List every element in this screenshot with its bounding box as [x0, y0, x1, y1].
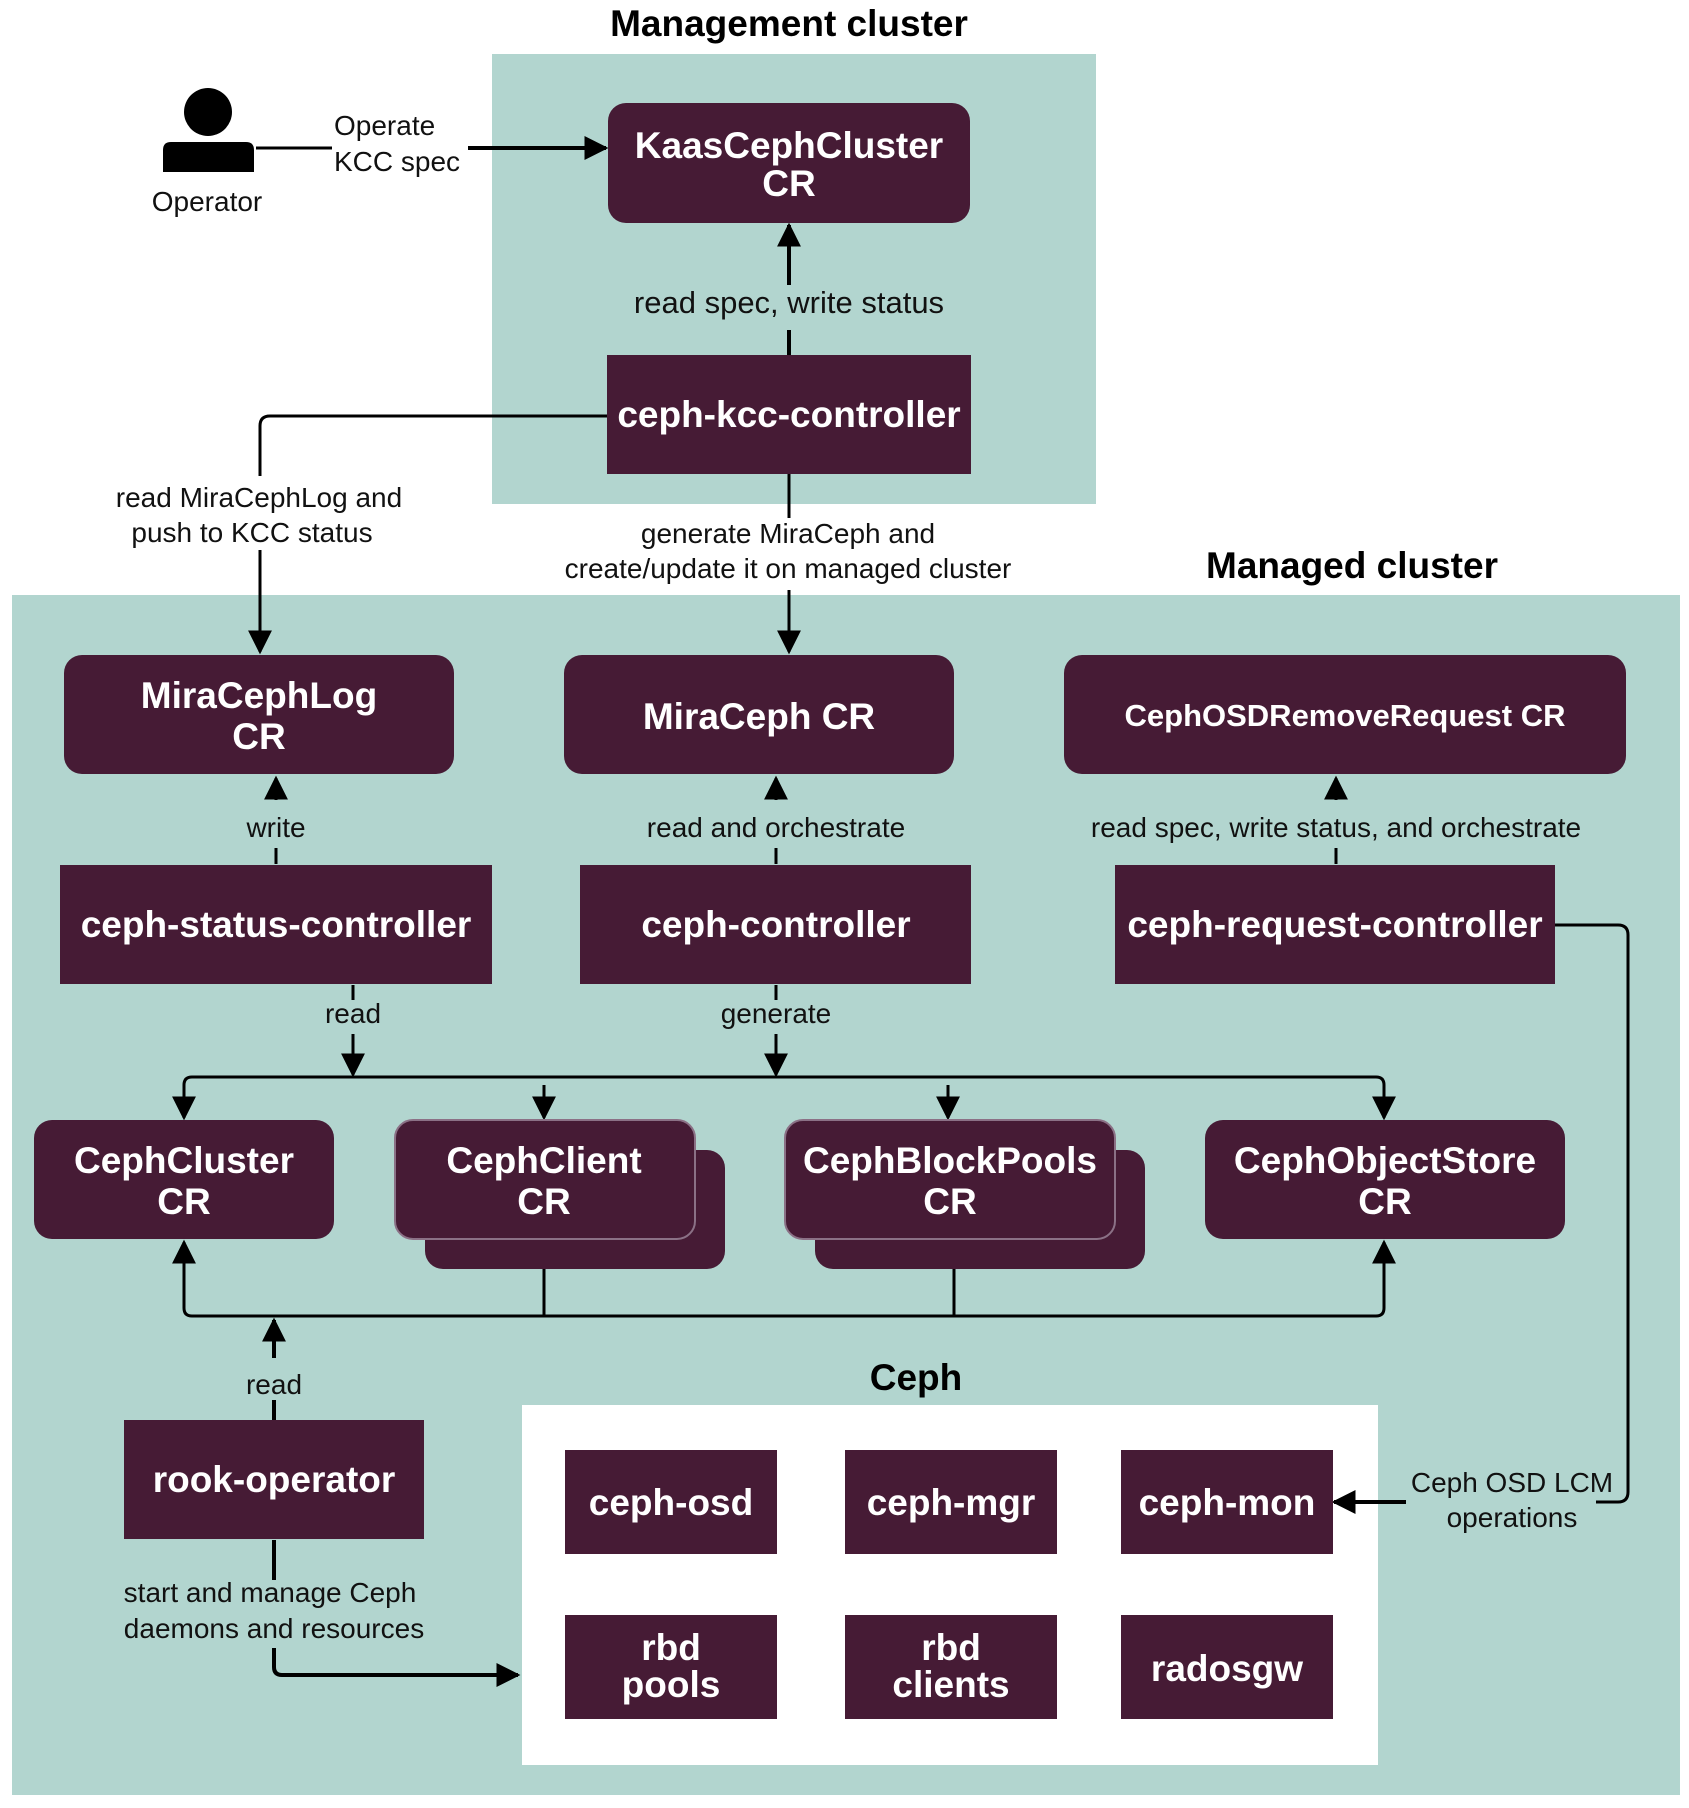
status-read-label: read	[325, 998, 381, 1029]
miracephlog-cr-node[interactable]: MiraCephLog CR	[64, 655, 454, 774]
radosgw-label: radosgw	[1151, 1648, 1303, 1689]
miracephlog-cr-label-2: CR	[232, 716, 285, 757]
operator-icon-head	[184, 88, 232, 136]
cephcluster-cr-label-2: CR	[157, 1181, 210, 1222]
start-manage-label-1: start and manage Ceph	[124, 1577, 417, 1608]
kcc-to-miracephlog-line	[258, 414, 607, 476]
operate-label-1: Operate	[334, 110, 435, 141]
ceph-status-controller-label: ceph-status-controller	[81, 904, 472, 945]
ceph-kcc-controller-node[interactable]: ceph-kcc-controller	[607, 355, 971, 474]
rbd-pools-label-1: rbd	[641, 1627, 701, 1668]
cephclient-cr-node[interactable]: CephClient CR	[394, 1119, 725, 1269]
cr-bottom-bus	[182, 1250, 1386, 1318]
ceph-controller-label: ceph-controller	[641, 904, 910, 945]
write-label: write	[245, 812, 305, 843]
radosgw-node[interactable]: radosgw	[1121, 1615, 1333, 1719]
kaascephcluster-cr-node[interactable]: KaasCephCluster CR	[608, 103, 970, 223]
ceph-kcc-controller-label: ceph-kcc-controller	[617, 394, 960, 435]
generate-miraceph-label-2: create/update it on managed cluster	[565, 553, 1012, 584]
ceph-title: Ceph	[870, 1357, 963, 1398]
ceph-request-controller-node[interactable]: ceph-request-controller	[1115, 865, 1555, 984]
ceph-mon-node[interactable]: ceph-mon	[1121, 1450, 1333, 1554]
cephblockpools-cr-label-2: CR	[923, 1181, 976, 1222]
cephblockpools-cr-label-1: CephBlockPools	[803, 1140, 1097, 1181]
cephobjectstore-cr-node[interactable]: CephObjectStore CR	[1205, 1120, 1565, 1239]
cephclient-cr-label-2: CR	[517, 1181, 570, 1222]
rbd-clients-label-2: clients	[892, 1664, 1009, 1705]
rbd-clients-node[interactable]: rbd clients	[845, 1615, 1057, 1719]
ceph-osd-label: ceph-osd	[589, 1482, 753, 1523]
generate-miraceph-label-1: generate MiraCeph and	[641, 518, 935, 549]
miracephlog-cr-label-1: MiraCephLog	[141, 675, 377, 716]
cephclient-cr-label-1: CephClient	[446, 1140, 641, 1181]
ceph-controller-node[interactable]: ceph-controller	[580, 865, 971, 984]
rook-operator-label: rook-operator	[153, 1459, 396, 1500]
start-manage-label-2: daemons and resources	[124, 1613, 424, 1644]
miraceph-cr-node[interactable]: MiraCeph CR	[564, 655, 954, 774]
osd-lcm-label-2: operations	[1447, 1502, 1578, 1533]
ceph-request-controller-label: ceph-request-controller	[1127, 904, 1542, 945]
cephcluster-cr-node[interactable]: CephCluster CR	[34, 1120, 334, 1239]
cephosdremoverequest-cr-node[interactable]: CephOSDRemoveRequest CR	[1064, 655, 1626, 774]
management-cluster-title: Management cluster	[610, 3, 968, 44]
rbd-clients-label-1: rbd	[921, 1627, 981, 1668]
ceph-mon-label: ceph-mon	[1139, 1482, 1316, 1523]
ceph-mgr-label: ceph-mgr	[867, 1482, 1036, 1523]
rbd-pools-node[interactable]: rbd pools	[565, 1615, 777, 1719]
cr-top-bus	[182, 1075, 1386, 1092]
cephblockpools-cr-node[interactable]: CephBlockPools CR	[784, 1119, 1145, 1269]
operator-label: Operator	[152, 186, 263, 217]
read-log-label-1: read MiraCephLog and	[116, 482, 402, 513]
rook-operator-node[interactable]: rook-operator	[124, 1420, 424, 1539]
ceph-status-controller-node[interactable]: ceph-status-controller	[60, 865, 492, 984]
operator-icon-body	[163, 142, 254, 172]
read-log-label-2: push to KCC status	[131, 517, 372, 548]
rook-read-label: read	[246, 1369, 302, 1400]
kaascephcluster-cr-label-2: CR	[762, 163, 815, 204]
cephobjectstore-cr-label-2: CR	[1358, 1181, 1411, 1222]
cephosdremoverequest-cr-label: CephOSDRemoveRequest CR	[1125, 698, 1566, 733]
cephcluster-cr-label-1: CephCluster	[74, 1140, 294, 1181]
request-to-mon-line	[1555, 923, 1630, 1504]
ceph-mgr-node[interactable]: ceph-mgr	[845, 1450, 1057, 1554]
rook-manage-arrow	[272, 1648, 521, 1687]
operate-label-2: KCC spec	[334, 146, 460, 177]
managed-cluster-title: Managed cluster	[1206, 545, 1498, 586]
miraceph-cr-label: MiraCeph CR	[643, 696, 875, 737]
operator-actor: Operator	[152, 88, 263, 217]
read-spec-write-status-label: read spec, write status	[634, 285, 944, 320]
cephobjectstore-cr-label-1: CephObjectStore	[1234, 1140, 1536, 1181]
generate-label: generate	[721, 998, 832, 1029]
read-orchestrate-label: read and orchestrate	[647, 812, 905, 843]
osd-lcm-label-1: Ceph OSD LCM	[1411, 1467, 1613, 1498]
read-spec-orchestrate-label: read spec, write status, and orchestrate	[1091, 812, 1581, 843]
rbd-pools-label-2: pools	[622, 1664, 721, 1705]
ceph-osd-node[interactable]: ceph-osd	[565, 1450, 777, 1554]
kaascephcluster-cr-label-1: KaasCephCluster	[635, 125, 943, 166]
